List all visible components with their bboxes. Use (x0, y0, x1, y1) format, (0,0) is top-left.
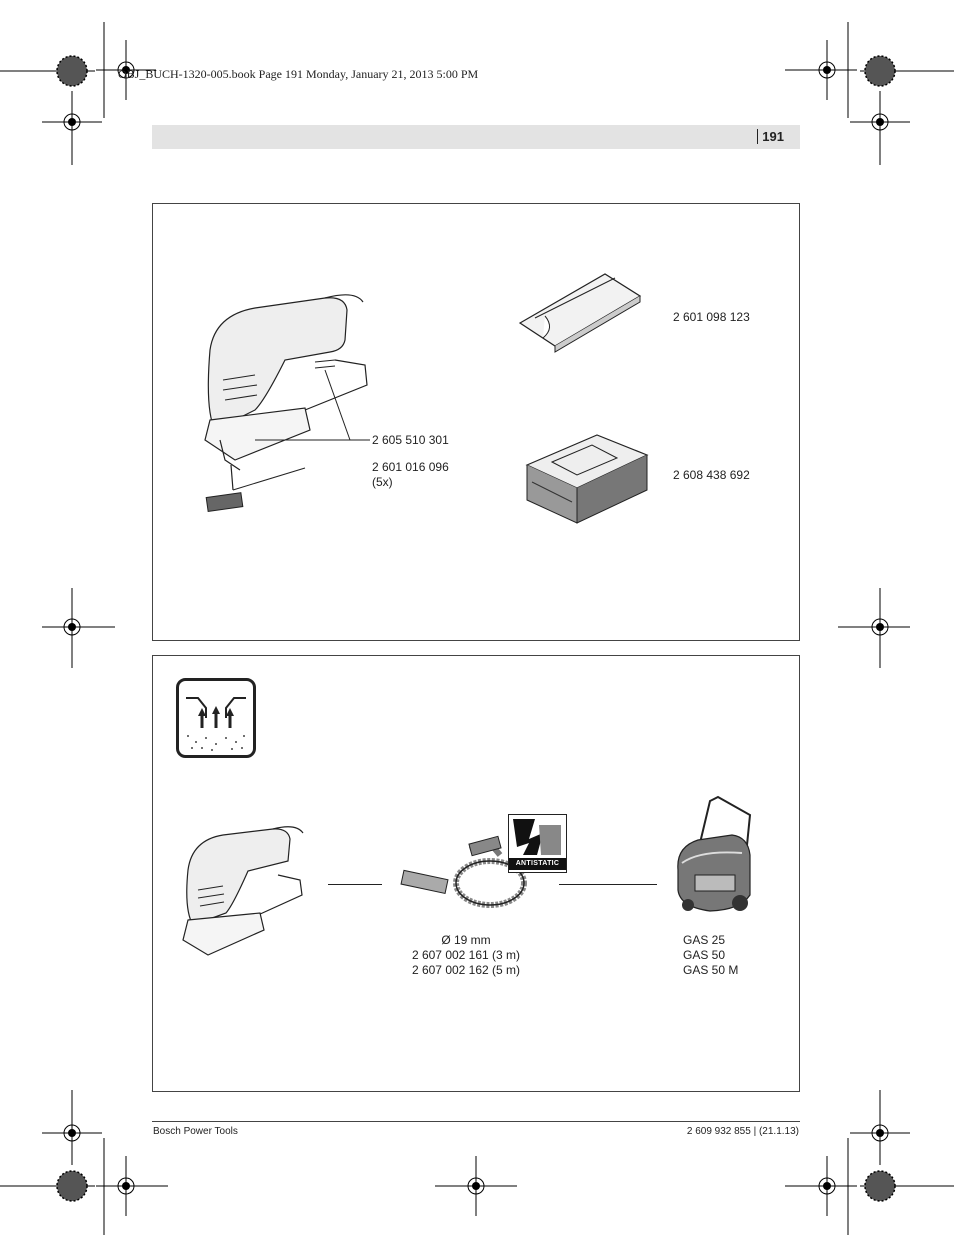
saw-blade-part-number: 2 605 510 301 (372, 433, 449, 447)
guide-plate-illustration (518, 273, 642, 353)
hose-3m-part-number: 2 607 002 161 (3 m) (411, 948, 521, 962)
connector-line-left (328, 884, 382, 885)
blade-pack-quantity: (5x) (372, 475, 393, 489)
case-part-number: 2 608 438 692 (673, 468, 750, 482)
antistatic-badge: ANTISTATIC (508, 814, 567, 873)
footer-rule (152, 1121, 800, 1122)
jigsaw-illustration (204, 294, 370, 513)
vacuum-model-gas50: GAS 50 (683, 948, 726, 962)
dust-extraction-icon (176, 678, 256, 758)
vacuum-model-gas25: GAS 25 (683, 933, 726, 947)
vacuum-cleaner-illustration (677, 795, 752, 912)
vacuum-model-gas50m: GAS 50 M (683, 963, 739, 977)
file-info-line: OBJ_BUCH-1320-005.book Page 191 Monday, … (118, 67, 479, 81)
antistatic-label: ANTISTATIC (509, 858, 566, 870)
lightning-icon (513, 819, 561, 855)
guide-plate-part-number: 2 601 098 123 (673, 310, 750, 324)
connector-line-right (559, 884, 657, 885)
carrying-case-illustration (525, 434, 649, 524)
page-header-bar: 191 (152, 125, 800, 149)
extraction-hose-illustration (400, 835, 527, 908)
footer-doc-reference: 2 609 932 855 | (21.1.13) (686, 1126, 799, 1137)
dust-extraction-panel (152, 655, 800, 1092)
hose-5m-part-number: 2 607 002 162 (5 m) (411, 963, 521, 977)
jigsaw-extraction-illustration (182, 826, 304, 956)
blade-pack-part-number: 2 601 016 096 (372, 460, 449, 474)
hose-diameter: Ø 19 mm (441, 933, 491, 947)
accessories-panel (152, 203, 800, 641)
footer-brand: Bosch Power Tools (153, 1126, 238, 1137)
page-number: 191 (757, 129, 784, 144)
